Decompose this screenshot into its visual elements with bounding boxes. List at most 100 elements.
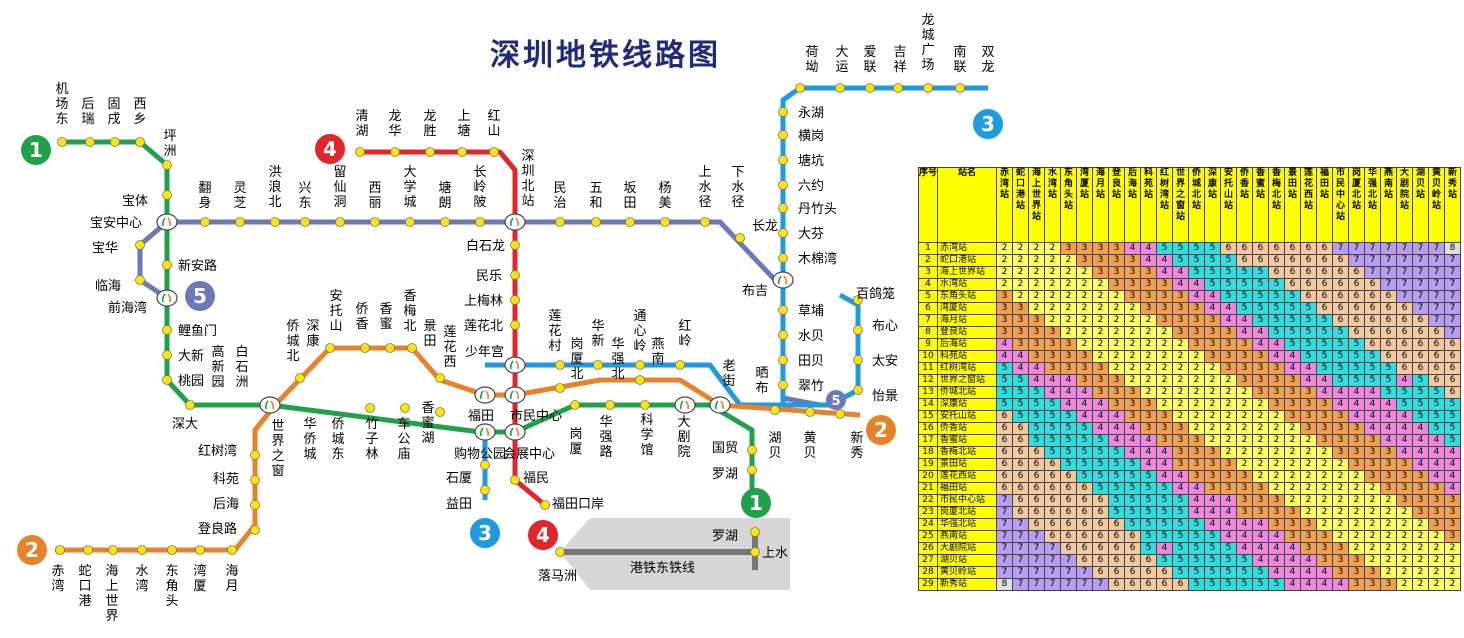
station-l1-0[interactable]	[57, 137, 67, 147]
station-l3b-1[interactable]	[778, 130, 788, 140]
station-l2e-0[interactable]	[770, 405, 780, 415]
station-l2b-0[interactable]	[250, 525, 260, 535]
station-l4b-3[interactable]	[510, 320, 520, 330]
station-yitian[interactable]	[480, 485, 490, 495]
station-liyumen[interactable]	[162, 325, 172, 335]
transfer-icon[interactable]	[709, 396, 731, 414]
station-l5-10[interactable]	[591, 217, 601, 227]
station-l3c-0[interactable]	[778, 305, 788, 315]
station-luomazhou[interactable]	[555, 547, 565, 557]
station-l4-2[interactable]	[425, 147, 435, 157]
station-l3-0[interactable]	[795, 83, 805, 93]
station-daxin[interactable]	[162, 350, 172, 360]
station-taoyuan[interactable]	[162, 375, 172, 385]
station-luohu[interactable]	[747, 465, 757, 475]
station-l2e-1[interactable]	[805, 407, 815, 417]
station-l2c-1[interactable]	[325, 343, 335, 353]
station-l2-3[interactable]	[137, 545, 147, 555]
station-l2c-5[interactable]	[435, 373, 445, 383]
station-l4-4[interactable]	[489, 147, 499, 157]
station-l5-13[interactable]	[700, 217, 710, 227]
station-guomao[interactable]	[747, 445, 757, 455]
transfer-icon[interactable]	[474, 423, 496, 441]
transfer-icon[interactable]	[504, 386, 526, 404]
station-l3e-0[interactable]	[555, 360, 565, 370]
station-l5-3[interactable]	[300, 217, 310, 227]
station-l2b-1[interactable]	[250, 500, 260, 510]
station-l5-14[interactable]	[735, 233, 745, 243]
transfer-icon[interactable]	[674, 396, 696, 414]
station-l3b-3[interactable]	[778, 180, 788, 190]
station-l2c-4[interactable]	[407, 343, 417, 353]
station-baoti[interactable]	[162, 190, 172, 200]
station-l3b-6[interactable]	[778, 253, 788, 263]
transfer-icon[interactable]	[504, 423, 526, 441]
station-l2-6[interactable]	[227, 545, 237, 555]
station-l2c-2[interactable]	[360, 343, 370, 353]
transfer-icon[interactable]	[504, 213, 526, 231]
station-l5-0[interactable]	[200, 217, 210, 227]
station-l1b-2[interactable]	[435, 407, 445, 417]
station-l3d-2[interactable]	[853, 355, 863, 365]
station-l5-6[interactable]	[405, 217, 415, 227]
station-xinanlu[interactable]	[162, 260, 172, 270]
station-baohua[interactable]	[135, 240, 145, 250]
station-l4b-1[interactable]	[510, 270, 520, 280]
station-l2-1[interactable]	[83, 545, 93, 555]
station-l5-1[interactable]	[235, 217, 245, 227]
transfer-icon[interactable]	[156, 289, 178, 307]
station-l2d-0[interactable]	[555, 383, 565, 393]
station-linhai[interactable]	[135, 275, 145, 285]
station-l2c-3[interactable]	[385, 343, 395, 353]
station-l3d-3[interactable]	[853, 385, 863, 395]
station-l3-5[interactable]	[955, 83, 965, 93]
station-l3e-2[interactable]	[635, 360, 645, 370]
station-l5-9[interactable]	[555, 217, 565, 227]
station-fumin[interactable]	[510, 475, 520, 485]
station-l2-5[interactable]	[195, 545, 205, 555]
station-l5-4[interactable]	[335, 217, 345, 227]
station-l1-2[interactable]	[110, 137, 120, 147]
station-l3e-3[interactable]	[675, 360, 685, 370]
station-l3-3[interactable]	[893, 83, 903, 93]
station-l3d-1[interactable]	[853, 325, 863, 335]
station-l3c-3[interactable]	[778, 380, 788, 390]
transfer-icon[interactable]	[259, 396, 281, 414]
station-l5-12[interactable]	[660, 217, 670, 227]
station-l3c-1[interactable]	[778, 330, 788, 340]
transfer-icon[interactable]	[474, 386, 496, 404]
station-l3-2[interactable]	[865, 83, 875, 93]
station-l1b-1[interactable]	[400, 403, 410, 413]
station-l2c-0[interactable]	[295, 373, 305, 383]
station-l1c-0[interactable]	[570, 400, 580, 410]
station-l3b-2[interactable]	[778, 155, 788, 165]
station-l3b-0[interactable]	[778, 107, 788, 117]
station-l2d-1[interactable]	[635, 375, 645, 385]
transfer-icon[interactable]	[504, 356, 526, 374]
station-l1c-2[interactable]	[640, 400, 650, 410]
transfer-icon[interactable]	[772, 271, 794, 289]
station-l2b-3[interactable]	[250, 450, 260, 460]
station-l2-4[interactable]	[167, 545, 177, 555]
station-l3b-5[interactable]	[778, 228, 788, 238]
station-l3e-1[interactable]	[593, 360, 603, 370]
station-pingzhou[interactable]	[162, 160, 172, 170]
station-l4b-0[interactable]	[510, 240, 520, 250]
station-futiankouan[interactable]	[540, 500, 550, 510]
station-l3-1[interactable]	[835, 83, 845, 93]
station-shixia[interactable]	[480, 460, 490, 470]
transfer-icon[interactable]	[156, 213, 178, 231]
station-l3b-4[interactable]	[778, 203, 788, 213]
station-luohu-east[interactable]	[750, 527, 760, 537]
station-l3c-2[interactable]	[778, 355, 788, 365]
station-shenda[interactable]	[185, 400, 195, 410]
station-l2-2[interactable]	[108, 545, 118, 555]
station-l4b-2[interactable]	[510, 295, 520, 305]
station-l1b-0[interactable]	[365, 403, 375, 413]
station-l1-1[interactable]	[85, 137, 95, 147]
station-l1c-1[interactable]	[605, 400, 615, 410]
station-l5-7[interactable]	[440, 217, 450, 227]
station-l2e-2[interactable]	[835, 409, 845, 419]
station-l5-2[interactable]	[270, 217, 280, 227]
station-l4-1[interactable]	[390, 147, 400, 157]
